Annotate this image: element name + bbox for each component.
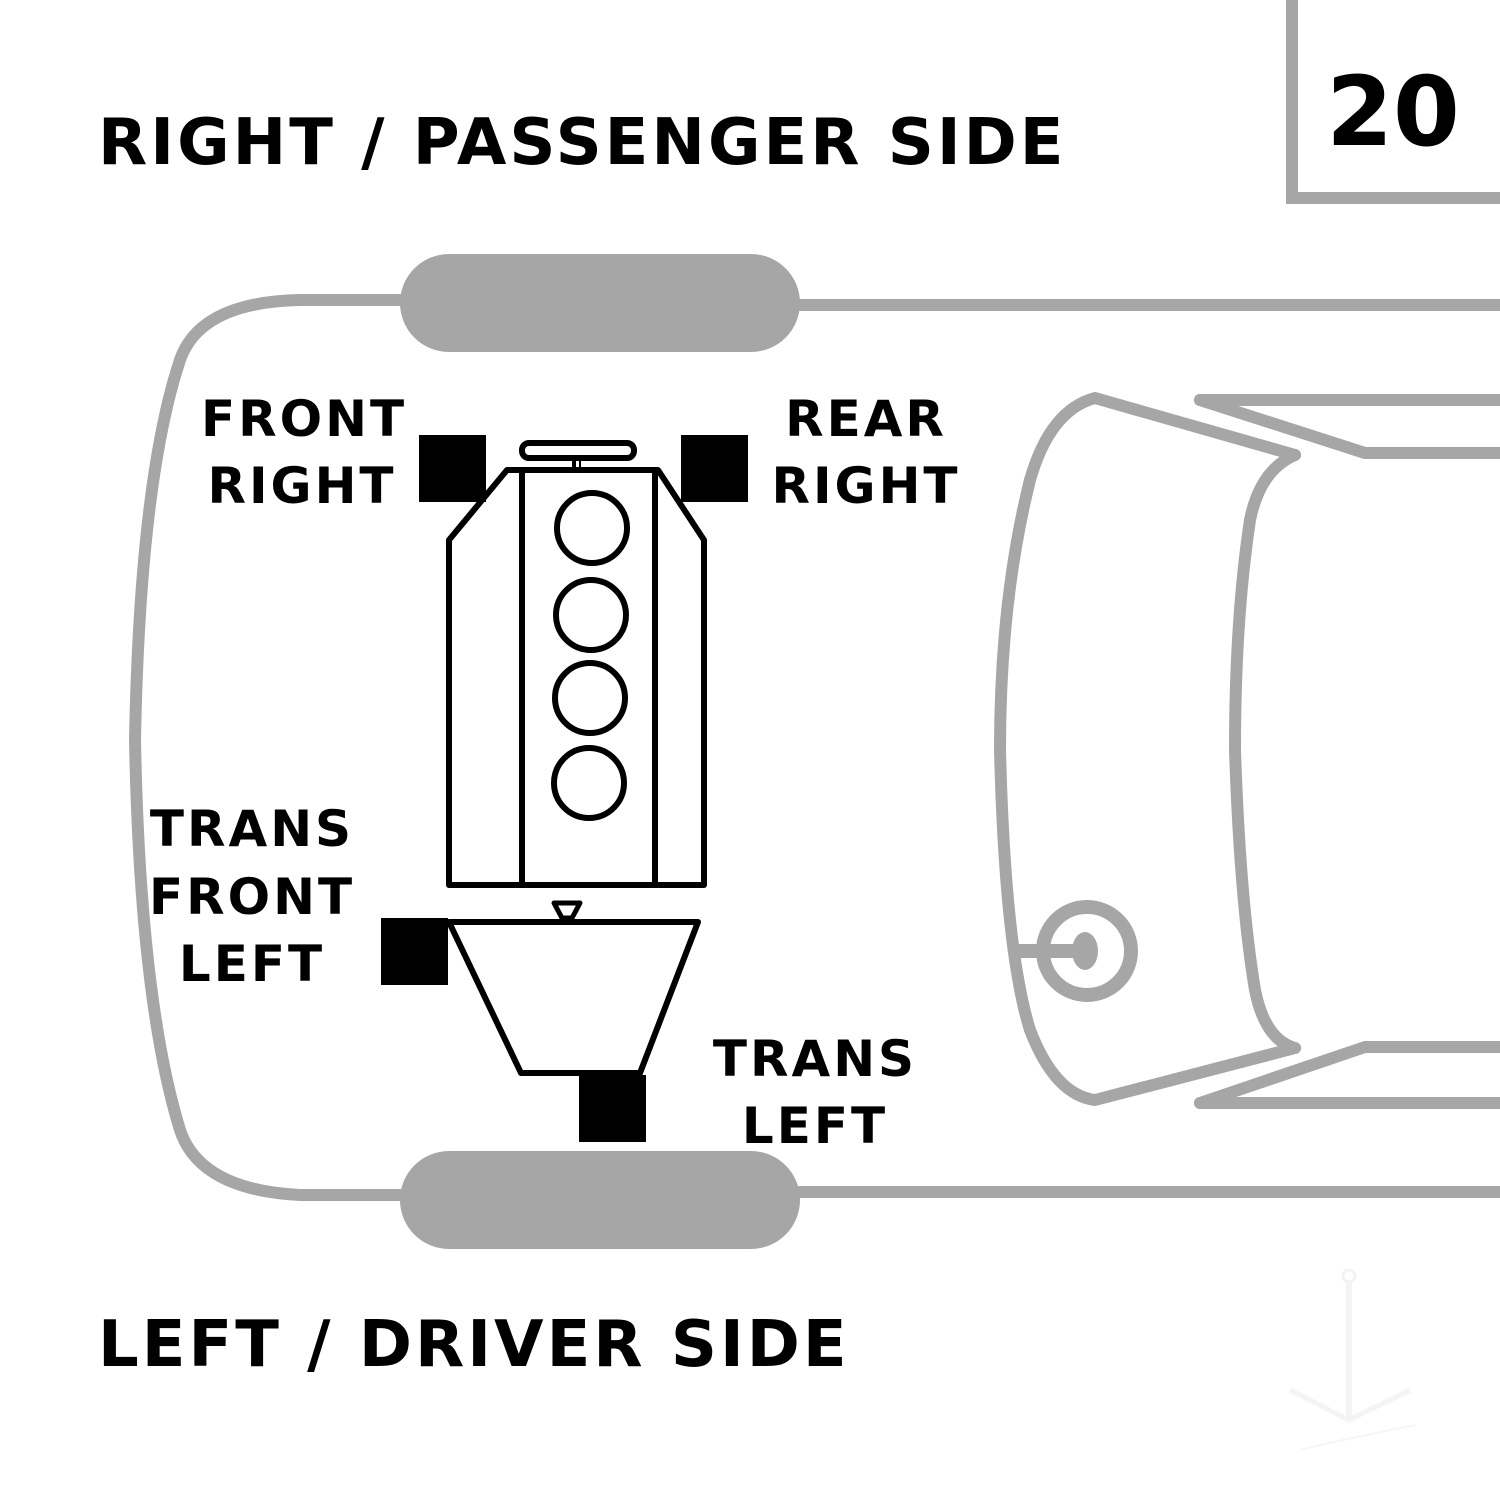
transmission bbox=[446, 900, 701, 1076]
figure-number-box: 20 bbox=[1286, 0, 1500, 204]
engine-block bbox=[446, 440, 707, 888]
front-left-tire bbox=[400, 1151, 800, 1249]
label-trans-left: TRANS LEFT bbox=[713, 1030, 917, 1155]
svg-text:RIGHT: RIGHT bbox=[207, 457, 396, 515]
label-rear-right: REAR RIGHT bbox=[771, 390, 960, 515]
label-front-right: FRONT RIGHT bbox=[201, 390, 407, 515]
cylinder-3 bbox=[552, 660, 628, 736]
svg-text:FRONT: FRONT bbox=[149, 868, 355, 926]
svg-text:TRANS: TRANS bbox=[150, 800, 354, 858]
front-right-tire bbox=[400, 254, 800, 352]
cylinder-2 bbox=[553, 577, 629, 653]
bottom-side-label: LEFT / DRIVER SIDE bbox=[98, 1308, 850, 1382]
cylinder-1 bbox=[554, 490, 630, 566]
svg-text:RIGHT: RIGHT bbox=[771, 457, 960, 515]
svg-text:LEFT: LEFT bbox=[742, 1097, 888, 1155]
car-body-outline bbox=[129, 254, 1500, 1249]
svg-text:REAR: REAR bbox=[785, 390, 947, 448]
anchor-logo-watermark bbox=[1288, 1268, 1416, 1451]
figure-number: 20 bbox=[1326, 56, 1460, 168]
svg-text:LEFT: LEFT bbox=[179, 935, 325, 993]
mount-rear-right[interactable] bbox=[681, 435, 748, 502]
steering-wheel-icon bbox=[1010, 900, 1138, 1002]
cylinder-4 bbox=[551, 745, 627, 821]
mount-trans-left[interactable] bbox=[579, 1075, 646, 1142]
mount-trans-front-left[interactable] bbox=[381, 918, 448, 985]
label-trans-front-left: TRANS FRONT LEFT bbox=[149, 800, 355, 993]
top-side-label: RIGHT / PASSENGER SIDE bbox=[98, 106, 1067, 180]
mount-front-right[interactable] bbox=[419, 435, 486, 502]
svg-text:TRANS: TRANS bbox=[713, 1030, 917, 1088]
svg-text:FRONT: FRONT bbox=[201, 390, 407, 448]
